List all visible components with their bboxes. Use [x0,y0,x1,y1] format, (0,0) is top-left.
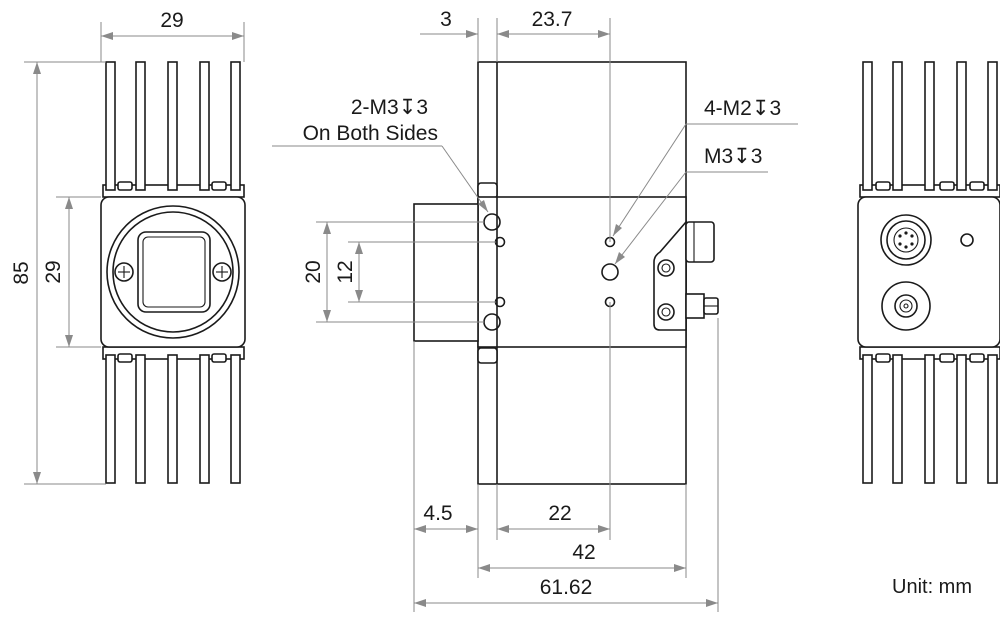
dim-side-42: 42 [478,541,686,572]
screw-icon [114,262,134,282]
dim-side-total-length: 61.62 [414,576,718,607]
dim-label: 4.5 [423,502,452,525]
front-top-heatsink [102,61,245,198]
callout-text: On Both Sides [303,122,438,145]
dim-label: 29 [42,260,65,283]
dim-label: 20 [302,260,325,283]
callout-text: 4-M2↧3 [704,97,781,120]
dim-label: 42 [572,541,595,564]
rear-view [857,61,1000,484]
dim-side-4-5: 4.5 [414,502,478,533]
dim-label: 3 [440,8,452,31]
callout-text: M3↧3 [704,145,762,168]
rear-top-heatsink [859,61,1000,198]
screw-icon [212,262,232,282]
led-indicator-icon [960,233,974,247]
front-view: 29 85 29 [10,9,246,485]
dim-label: 29 [160,9,183,32]
side-housing [413,61,687,485]
dim-label: 22 [548,502,571,525]
dim-side-flange: 3 [420,8,509,62]
front-bottom-heatsink [102,346,245,484]
dim-label: 12 [334,260,357,283]
callout-4-m2: 4-M2↧3 [612,97,798,237]
side-view: 3 23.7 20 12 [272,8,798,612]
m3-hole [601,263,619,281]
network-port-icon [881,281,931,331]
callout-m3: M3↧3 [614,145,768,265]
dim-label: 85 [10,261,33,284]
rear-body [857,196,1000,348]
callout-2-m3: 2-M3↧3 On Both Sides [272,96,489,213]
side-connector-plate [653,219,719,331]
front-body [100,196,246,348]
unit-label: Unit: mm [892,576,972,598]
dim-side-vertical-20: 20 [302,221,484,323]
dim-side-22: 22 [497,502,610,533]
dim-side-vertical-12: 12 [334,241,496,303]
callout-text: 2-M3↧3 [351,96,428,119]
dim-label: 23.7 [532,8,573,31]
dim-front-body-height: 29 [42,196,101,348]
dim-side-hole-pitch: 23.7 [497,8,611,242]
io-connector-icon [880,214,932,266]
dim-label: 61.62 [540,576,593,599]
dim-front-width: 29 [100,9,245,62]
dim-front-total-height: 85 [10,61,106,485]
rear-bottom-heatsink [859,346,1000,484]
